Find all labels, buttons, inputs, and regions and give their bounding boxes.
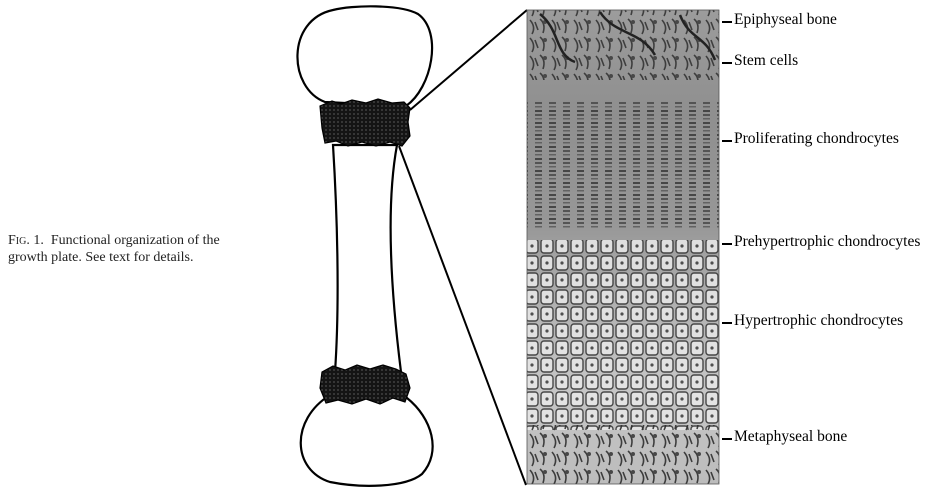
zone-label-hypertrophic: Hypertrophic chondrocytes bbox=[734, 312, 903, 330]
zone-label-stem-cells: Stem cells bbox=[734, 52, 798, 70]
histology-micrograph bbox=[527, 10, 719, 484]
zone-tick-proliferating bbox=[722, 140, 732, 142]
zone-tick-prehypertrophic bbox=[722, 243, 732, 245]
zone-label-epiphyseal-bone: Epiphyseal bone bbox=[734, 11, 837, 29]
zone-label-metaphyseal-bone: Metaphyseal bone bbox=[734, 428, 847, 446]
bone-shaft bbox=[333, 145, 401, 372]
bottom-epiphysis bbox=[301, 395, 433, 486]
zone-tick-metaphyseal bbox=[722, 438, 732, 440]
long-bone-drawing bbox=[297, 6, 432, 485]
zone-tick-epiphyseal bbox=[722, 21, 732, 23]
bottom-growth-plate bbox=[320, 365, 410, 404]
zone-label-proliferating: Proliferating chondrocytes bbox=[734, 130, 899, 148]
top-growth-plate bbox=[320, 99, 410, 146]
top-epiphysis bbox=[297, 6, 432, 106]
zone-tick-hypertrophic bbox=[722, 322, 732, 324]
zone-tick-stem bbox=[722, 62, 732, 64]
zone-label-prehypertrophic: Prehypertrophic chondrocytes bbox=[734, 233, 920, 251]
